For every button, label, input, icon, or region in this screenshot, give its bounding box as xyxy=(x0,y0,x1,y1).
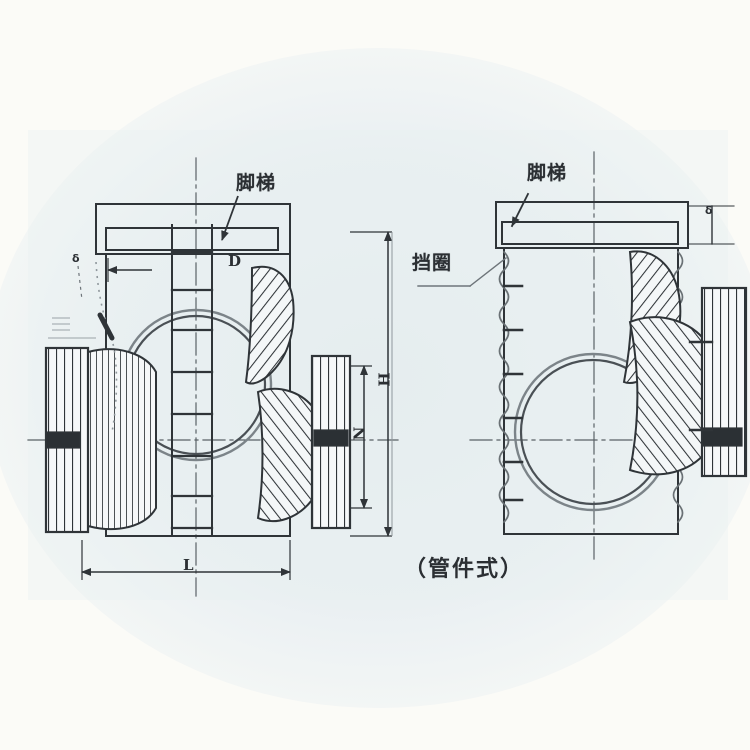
left-right-flange-bolt xyxy=(313,429,349,447)
left-ladder-leader xyxy=(221,195,239,241)
right-flange-bolt xyxy=(701,427,743,447)
retaining-ring-leader xyxy=(469,257,507,287)
label-ladder-right: 脚梯 xyxy=(527,162,568,184)
right-lower-nozzle-cone-hatched xyxy=(628,316,707,476)
right-ladder-rungs xyxy=(502,284,524,502)
dimension-label-H: H xyxy=(375,371,394,387)
right-view xyxy=(417,151,749,561)
left-view xyxy=(27,157,399,597)
right-top-deck-inner xyxy=(501,221,679,245)
dimension-label-D: D xyxy=(228,252,243,270)
left-top-deck-inner xyxy=(105,227,279,251)
left-view-dimensions xyxy=(48,195,393,580)
left-section-leader xyxy=(95,261,118,433)
left-left-nozzle-hatched xyxy=(87,348,157,531)
label-ladder-left: 脚梯 xyxy=(236,172,277,194)
right-flange xyxy=(700,286,748,478)
dimension-label-L: L xyxy=(183,556,195,574)
right-break-line-left xyxy=(498,250,510,524)
dimension-label-thickness-left: δ xyxy=(72,252,81,265)
left-left-flange-bolt xyxy=(45,431,81,449)
right-ladder-leader xyxy=(510,192,530,228)
dimension-label-N: N xyxy=(350,425,369,441)
left-ladder-rungs xyxy=(170,250,214,530)
right-top-deck-outline xyxy=(495,201,689,249)
left-upper-saddle-hatched xyxy=(244,265,295,385)
label-retaining-ring: 挡圈 xyxy=(412,252,453,274)
left-lower-nozzle-cone-hatched xyxy=(256,387,313,523)
caption-pipe-fitting-type: （管件式） xyxy=(404,557,525,582)
dimension-label-thickness: δ xyxy=(705,204,714,217)
